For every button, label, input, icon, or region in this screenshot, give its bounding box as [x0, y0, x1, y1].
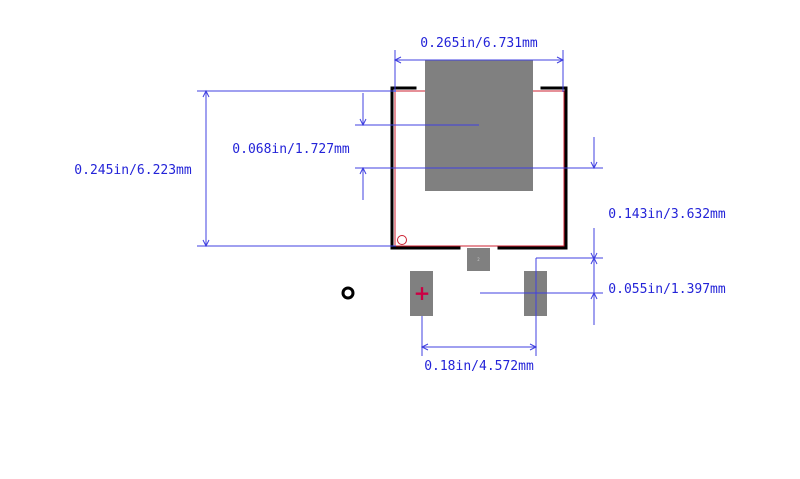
- center-pad-label: 2: [477, 257, 480, 262]
- lead-pad-1: [410, 271, 433, 316]
- dim-tab-gap: 0.068in/1.727mm: [232, 93, 603, 200]
- dim-tab-gap-label: 0.068in/1.727mm: [232, 142, 350, 157]
- dim-top-width-label: 0.265in/6.731mm: [420, 36, 538, 51]
- dim-pad-pitch: 0.18in/4.572mm: [420, 258, 538, 374]
- dim-body-height-label: 0.245in/6.223mm: [74, 163, 192, 178]
- dim-right-offset: 0.143in/3.632mm: [536, 137, 726, 265]
- pin1-circle-marker: [397, 235, 407, 245]
- origin-ring-icon: [341, 286, 355, 300]
- dim-pad-height-label: 0.055in/1.397mm: [608, 282, 726, 297]
- dim-right-offset-label: 0.143in/3.632mm: [608, 207, 726, 222]
- dim-body-height: 0.245in/6.223mm: [74, 89, 396, 248]
- dim-top-width: 0.265in/6.731mm: [393, 36, 565, 92]
- pin1-plus-icon: +: [414, 281, 431, 305]
- dim-pad-height: 0.055in/1.397mm: [480, 252, 726, 325]
- center-pad: [467, 248, 490, 271]
- dim-pad-pitch-label: 0.18in/4.572mm: [424, 359, 534, 374]
